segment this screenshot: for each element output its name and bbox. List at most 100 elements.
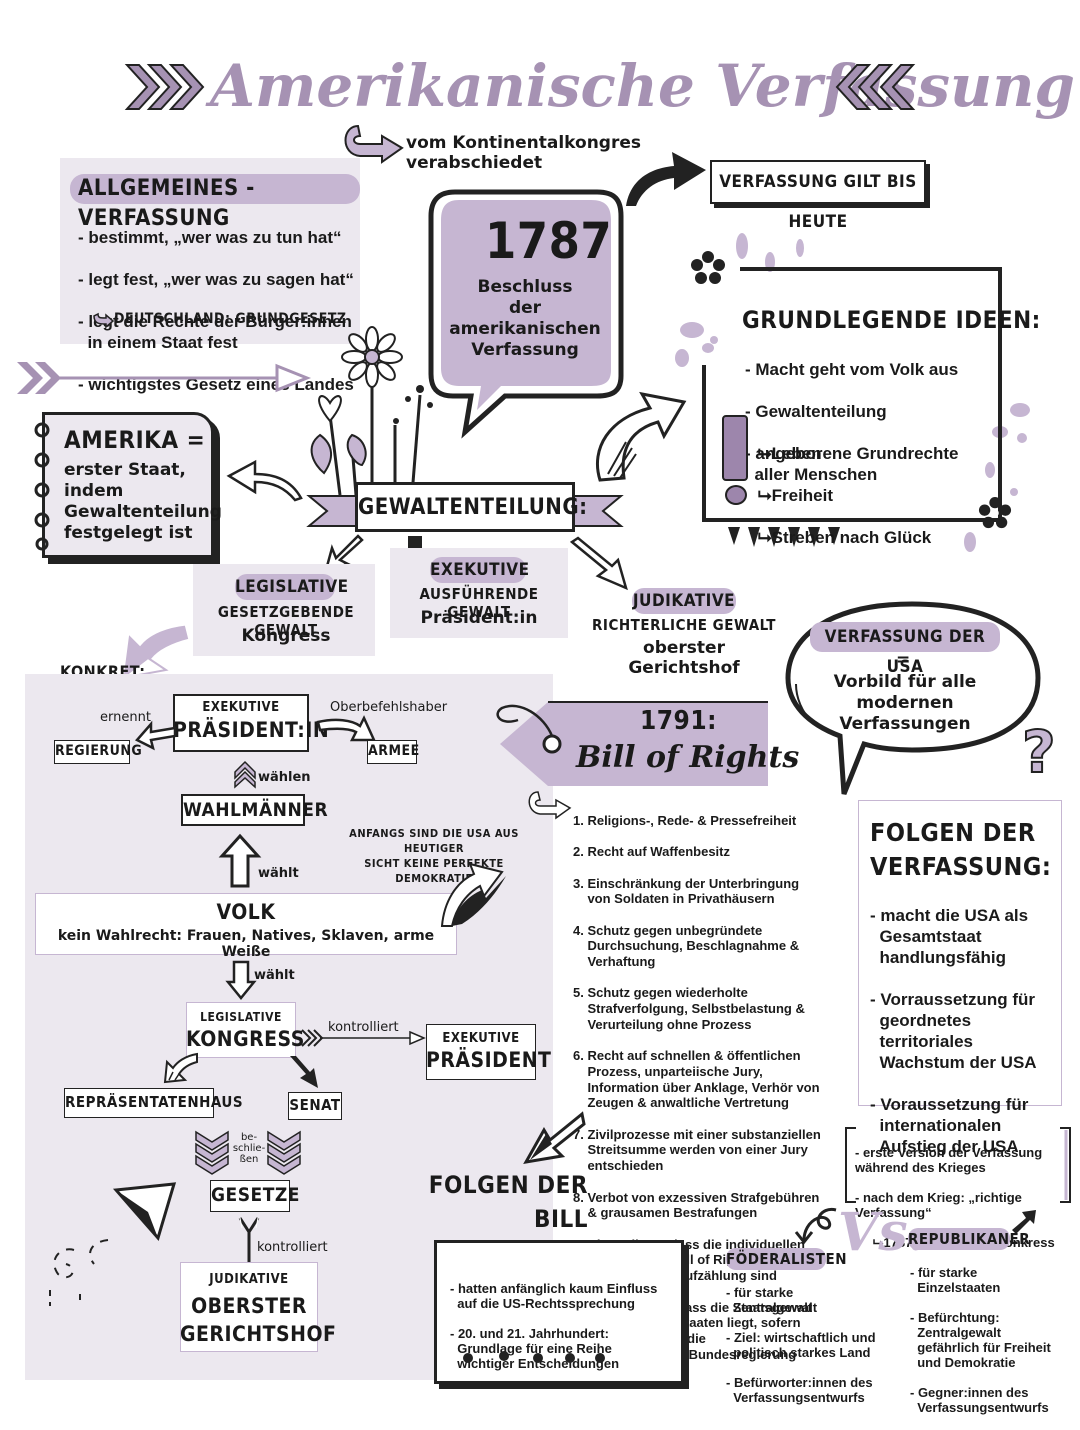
speech-bubble-1787 bbox=[428, 189, 624, 439]
drops-decoration-icon bbox=[675, 233, 1030, 552]
verfassung-gilt-bis-heute: VERFASSUNG GILT BIS HEUTE bbox=[710, 160, 926, 232]
arrow-back-icon bbox=[226, 459, 303, 502]
bill-title: Bill of Rights bbox=[576, 740, 800, 775]
vorbild-text: Vorbild für alle modernen Verfassungen bbox=[833, 672, 977, 734]
page-title: Amerikanische Verfassung bbox=[210, 52, 1075, 120]
foederalisten-heading: FÖDERALISTEN bbox=[726, 1248, 848, 1270]
amerika-heading: AMERIKA = bbox=[64, 426, 206, 454]
gerichtshof-box bbox=[180, 1262, 318, 1352]
waehlt-label: wählt bbox=[258, 866, 299, 881]
judikative-sub: RICHTERLICHE GEWALT bbox=[592, 616, 776, 634]
armee-box: ARMEE bbox=[367, 740, 419, 764]
gesetze-box: GESETZE bbox=[210, 1180, 299, 1212]
dots-decoration bbox=[463, 1351, 605, 1363]
exekutive-sub: AUSFÜHRENDE GEWALT bbox=[419, 585, 539, 621]
vorbild-eq: = bbox=[896, 650, 911, 670]
hook-arrow-icon: ⮡ bbox=[758, 486, 772, 505]
list-item: - legt die Rechte der Bürger:innen in ei… bbox=[78, 312, 352, 352]
exek2-small-label: EXEKUTIVE bbox=[442, 1031, 520, 1046]
kongress-box bbox=[186, 1002, 296, 1058]
chevron-down-left-icon bbox=[195, 1130, 229, 1175]
folgen-verfassung-heading: FOLGEN DER VERFASSUNG: bbox=[870, 818, 1052, 881]
list-item: 1. Religions-, Rede- & Pressefreiheit bbox=[573, 812, 797, 828]
amerika-text: erster Staat, indem Gewaltenteilung fest… bbox=[64, 460, 222, 543]
judikative-value: oberster Gerichtshof bbox=[628, 638, 740, 678]
bracket-frame bbox=[845, 1127, 1071, 1203]
arrow-up-icon bbox=[218, 833, 262, 888]
loop-arrow-icon bbox=[794, 1207, 837, 1245]
praesident-label: PRÄSIDENT:IN bbox=[173, 718, 330, 742]
folgen-bill-list: - hatten anfänglich kaum Einfluss auf di… bbox=[450, 1266, 657, 1386]
list-item: - Ziel: wirtschaftlich und politisch sta… bbox=[726, 1330, 876, 1360]
kontrolliert-label-2: kontrolliert bbox=[257, 1240, 328, 1255]
list-item: ⮡Leben bbox=[758, 444, 822, 463]
curved-arrow-icon bbox=[344, 124, 404, 164]
kontrolliert-label: kontrolliert bbox=[328, 1020, 399, 1035]
kongress-label: KONGRESS bbox=[186, 1027, 305, 1051]
volk-box bbox=[35, 893, 457, 955]
list-item: 2. Recht auf Waffenbesitz bbox=[573, 844, 730, 860]
arrow-swirl-icon bbox=[595, 391, 687, 482]
question-mark-icon: ? bbox=[1021, 717, 1057, 787]
arrow-split-icon bbox=[238, 1217, 260, 1264]
arrow-up-right-icon bbox=[1012, 1210, 1036, 1234]
list-item: 5. Schutz gegen wiederholte Strafverfolg… bbox=[573, 985, 805, 1032]
ideen-list: - Macht geht vom Volk aus - Gewaltenteil… bbox=[745, 338, 958, 506]
volk-label: VOLK bbox=[216, 900, 276, 924]
deutschland-grundgesetz: DEUTSCHLAND: GRUNDGESETZ bbox=[114, 311, 347, 327]
foederalisten-list: - für starke Zentralgewalt - Ziel: wirts… bbox=[726, 1270, 876, 1420]
legislative-sub: GESETZGEBENDE GEWALT bbox=[217, 603, 355, 639]
list-item: - Voraussetzung für internationalen Aufs… bbox=[870, 1095, 1029, 1156]
list-item: ⮡Freiheit bbox=[758, 486, 834, 505]
regierung-box: REGIERUNG bbox=[54, 740, 142, 764]
list-item: 8. Verbot von exzessiven Strafgebühren &… bbox=[573, 1189, 820, 1221]
gewaltenteilung-box: GEWALTENTEILUNG: bbox=[355, 482, 587, 532]
repraesentatenhaus-box: REPRÄSENTATENHAUS bbox=[64, 1088, 243, 1118]
list-item: - macht die USA als Gesamtstaat handlung… bbox=[870, 906, 1029, 967]
chevron-down-right-icon bbox=[267, 1130, 301, 1175]
ernennt-label: ernennt bbox=[100, 710, 151, 725]
hook-arrow-icon: ⮡ bbox=[873, 1235, 884, 1250]
spiral-binding-icon bbox=[34, 422, 50, 551]
arrow-down-icon bbox=[225, 960, 257, 1000]
judikative-heading: JUDIKATIVE bbox=[632, 588, 736, 614]
folgen-bill-box bbox=[434, 1240, 684, 1384]
allgemein-heading: ALLGEMEINES - VERFASSUNG bbox=[70, 174, 360, 231]
arrow-right-down-icon bbox=[316, 715, 376, 742]
jud-small-label: JUDIKATIVE bbox=[209, 1272, 289, 1287]
oberbefehl-label: Oberbefehlshaber bbox=[330, 700, 448, 715]
beschliessen-label: be- schlie- ßen bbox=[232, 1132, 266, 1165]
list-item: - Gewaltenteilung bbox=[745, 402, 887, 421]
list-item: - hatten anfänglich kaum Einfluss auf di… bbox=[450, 1281, 658, 1311]
list-item: - 20. und 21. Jahrhundert: Grundlage für… bbox=[450, 1326, 620, 1371]
exekutive-heading: EXEKUTIVE bbox=[430, 557, 529, 583]
list-item: - bestimmt, „wer was zu tun hat“ bbox=[78, 228, 342, 247]
waehlt-label-2: wählt bbox=[254, 968, 295, 983]
bill-list: 1. Religions-, Rede- & Pressefreiheit 2.… bbox=[573, 797, 821, 1394]
arrow-down-right-icon bbox=[569, 536, 628, 591]
version-list: - erste Version der Verfassung während d… bbox=[855, 1130, 1055, 1265]
arrow-right-icon bbox=[17, 362, 312, 394]
ideen-heading: GRUNDLEGENDE IDEEN: bbox=[742, 306, 1041, 334]
vorbild-heading: VERFASSUNG DER USA bbox=[810, 622, 1000, 677]
hook-arrow-icon: ⮡ bbox=[758, 444, 772, 463]
bill-year: 1791: bbox=[640, 706, 717, 736]
list-item: - für starke Einzelstaaten bbox=[910, 1265, 1001, 1295]
flowers-illustration bbox=[310, 326, 433, 496]
list-item: - Vorraussetzung für geordnetes territor… bbox=[870, 990, 1037, 1072]
wahlmaenner-box: WAHLMÄNNER bbox=[181, 794, 328, 826]
arrow-left-down-icon bbox=[134, 720, 177, 751]
arrow-right-down-icon bbox=[290, 1056, 318, 1088]
list-item: - Macht geht vom Volk aus bbox=[745, 360, 959, 379]
folgen-verfassung-list: - macht die USA als Gesamtstaat handlung… bbox=[870, 884, 1037, 1178]
list-item: ⮡Streben nach Glück bbox=[758, 528, 932, 547]
hook-arrow-icon bbox=[93, 312, 115, 329]
waehlen-label: wählen bbox=[258, 770, 311, 785]
list-item: - Befürworter:innen des Verfassungsentwu… bbox=[726, 1375, 873, 1405]
leg-small-label: LEGISLATIVE bbox=[200, 1010, 282, 1024]
chevron-up-icon bbox=[234, 760, 256, 789]
praesident-box bbox=[173, 694, 309, 752]
arrow-left-down-icon bbox=[163, 1052, 198, 1084]
gerichtshof-label: OBERSTER GERICHTSHOF bbox=[180, 1294, 337, 1346]
list-item: - nach dem Krieg: „richtige Verfassung“ bbox=[855, 1190, 1022, 1220]
